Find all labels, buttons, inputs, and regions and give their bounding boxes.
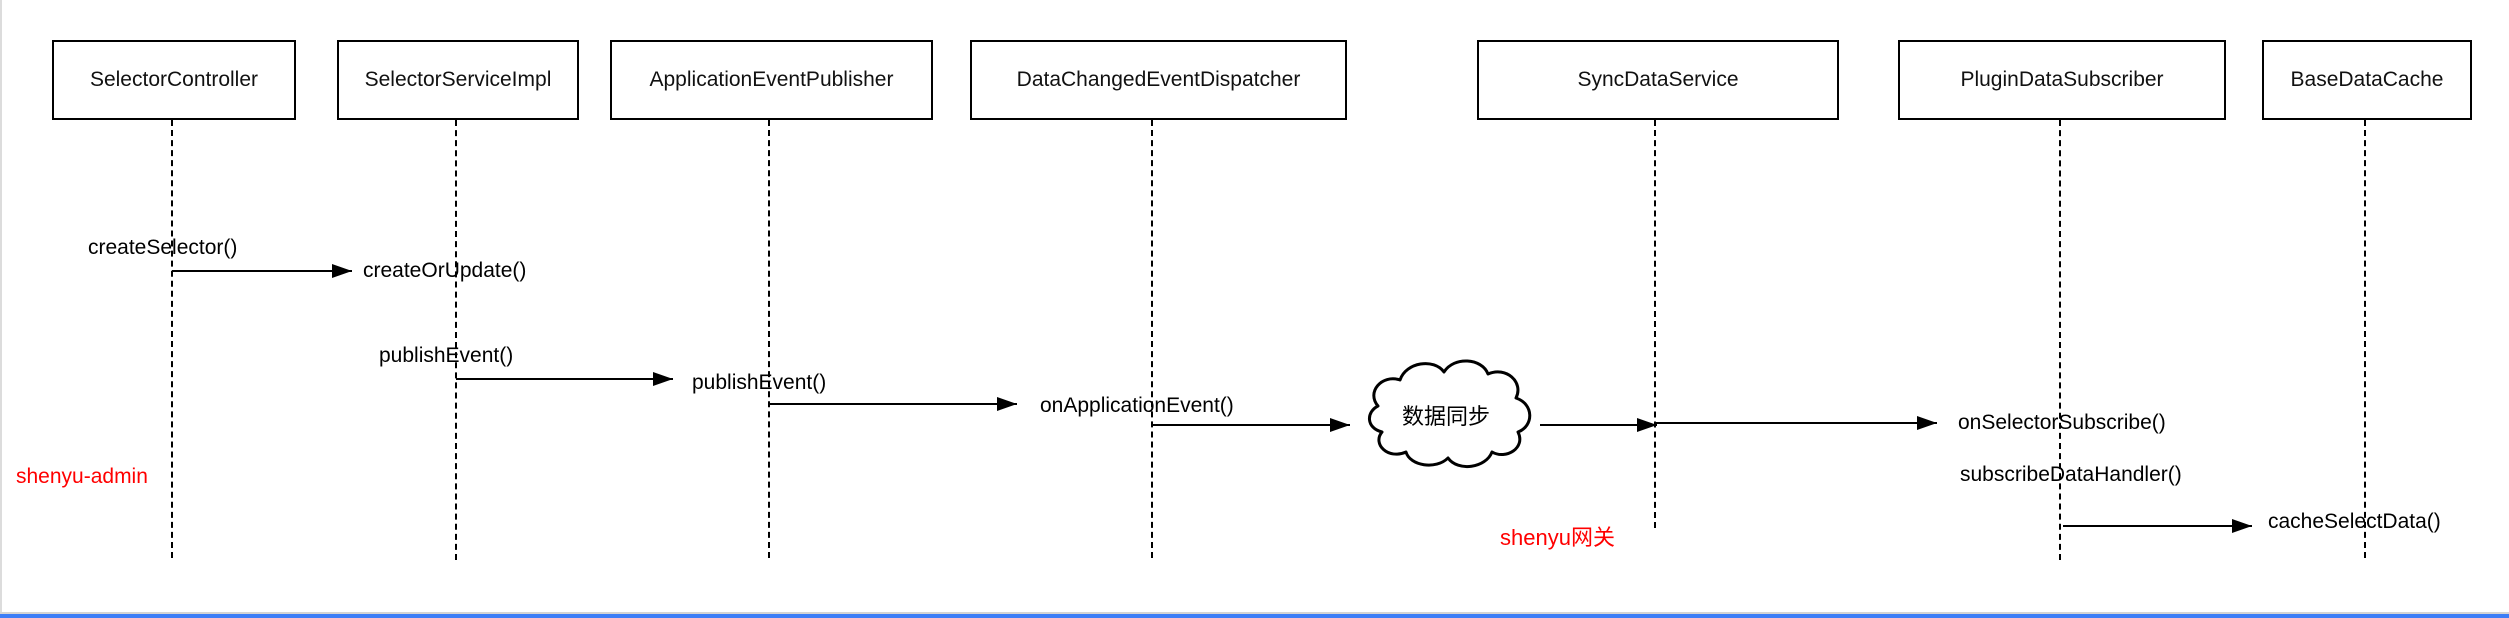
arrow-to-sync-cloud (1152, 418, 1350, 432)
message-create-or-update: createOrUpdate() (363, 259, 527, 282)
cloud-outline (1368, 359, 1532, 468)
participant-application-event-publisher: ApplicationEventPublisher (610, 40, 933, 120)
lifeline-selector-service-impl (455, 120, 457, 560)
participant-label: SelectorServiceImpl (364, 68, 552, 91)
arrow-cache-select-data (2063, 519, 2252, 533)
message-cache-select-data: cacheSelectData() (2268, 510, 2441, 533)
bottom-blue-bar (0, 614, 2509, 618)
annotation-shenyu-gateway: shenyu网关 (1500, 525, 1615, 550)
participant-label: SyncDataService (1577, 68, 1739, 91)
sync-cloud-label: 数据同步 (1401, 404, 1490, 429)
participant-base-data-cache: BaseDataCache (2262, 40, 2472, 120)
sync-cloud-icon (1348, 348, 1548, 476)
message-publish-event-1: publishEvent() (379, 344, 514, 367)
message-create-selector: createSelector() (88, 236, 238, 259)
page-bottom-border (0, 612, 2509, 614)
arrow-on-selector-subscribe (1656, 416, 1937, 430)
lifeline-selector-controller (171, 120, 173, 558)
lifeline-plugin-data-subscriber (2059, 120, 2061, 560)
participant-selector-service-impl: SelectorServiceImpl (337, 40, 579, 120)
arrow-create-selector (172, 264, 352, 278)
participant-label: SelectorController (89, 68, 259, 91)
participant-selector-controller: SelectorController (52, 40, 296, 120)
arrow-publish-event-1 (456, 372, 673, 386)
participant-label: ApplicationEventPublisher (649, 68, 894, 91)
participant-data-changed-event-dispatcher: DataChangedEventDispatcher (970, 40, 1347, 120)
lifeline-sync-data-service (1654, 120, 1656, 528)
lifeline-data-changed-event-dispatcher (1151, 120, 1153, 558)
arrow-from-sync-cloud (1540, 418, 1657, 432)
participant-label: PluginDataSubscriber (1960, 68, 2164, 91)
arrow-publish-event-2 (769, 397, 1017, 411)
participant-label: BaseDataCache (2290, 68, 2444, 91)
page-left-border (0, 0, 2, 613)
lifeline-application-event-publisher (768, 120, 770, 558)
message-on-application-event: onApplicationEvent() (1040, 394, 1234, 417)
message-subscribe-data-handler: subscribeDataHandler() (1960, 463, 2182, 486)
participant-plugin-data-subscriber: PluginDataSubscriber (1898, 40, 2226, 120)
annotation-shenyu-admin: shenyu-admin (16, 465, 148, 488)
participant-label: DataChangedEventDispatcher (1016, 68, 1301, 91)
message-on-selector-subscribe: onSelectorSubscribe() (1958, 411, 2166, 434)
participant-sync-data-service: SyncDataService (1477, 40, 1839, 120)
message-publish-event-2: publishEvent() (692, 371, 827, 394)
lifeline-base-data-cache (2364, 120, 2366, 558)
